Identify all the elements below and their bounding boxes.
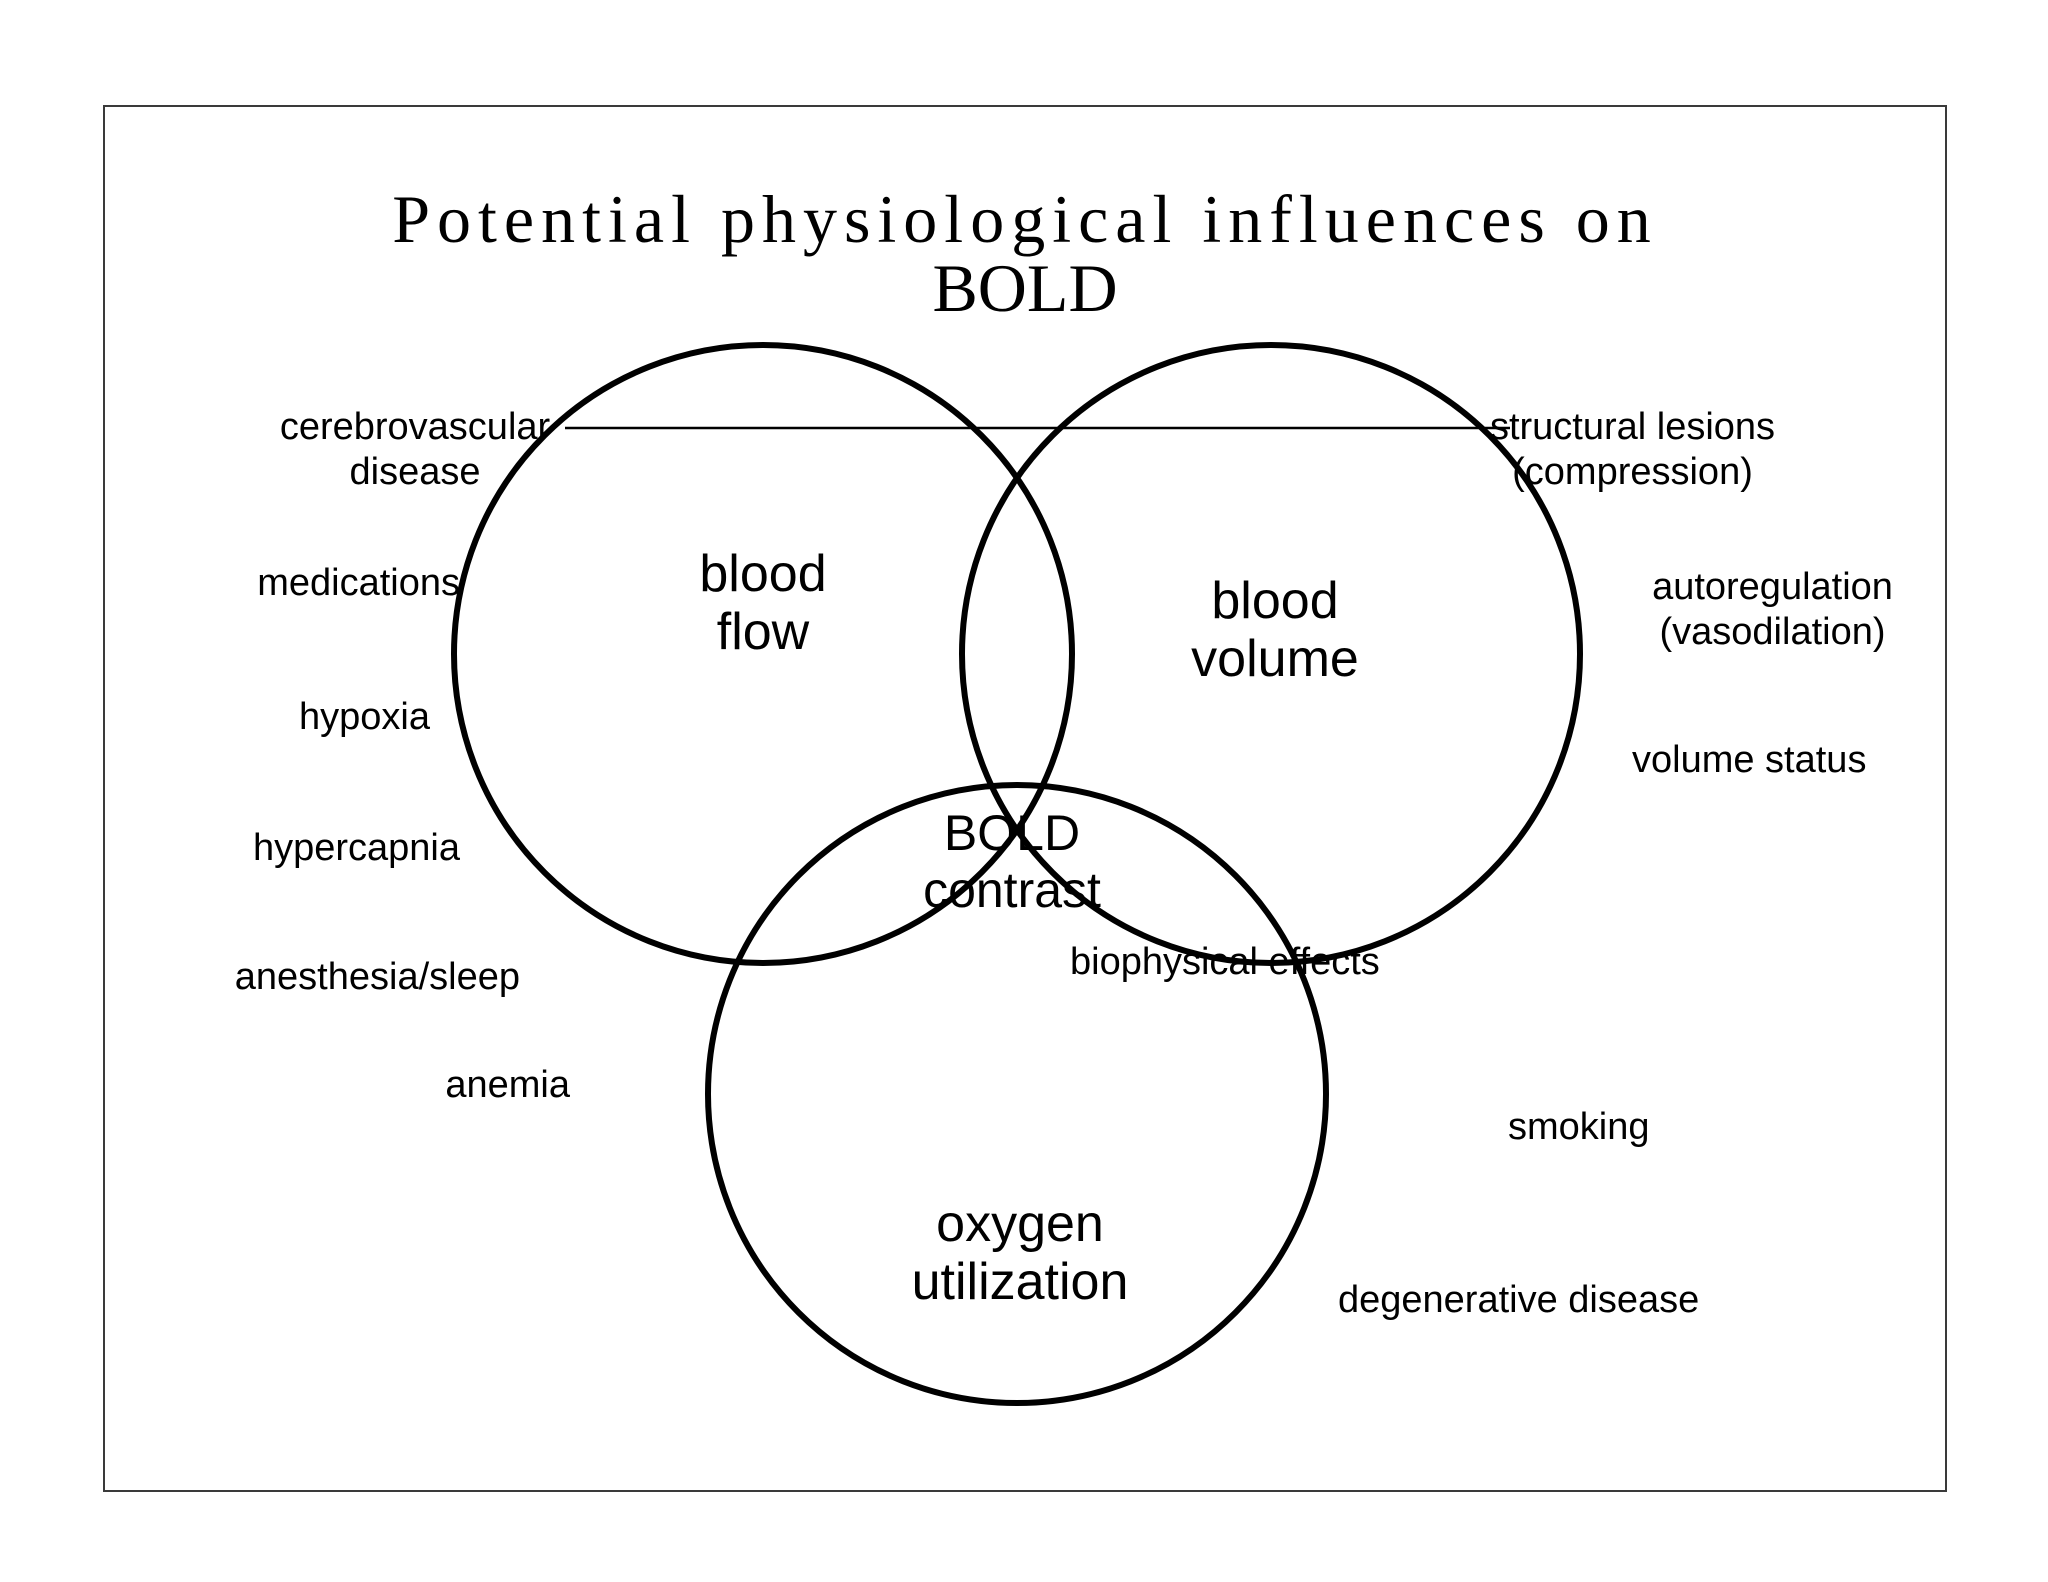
annotation-cerebrovascular-disease: cerebrovascular disease (279, 406, 551, 493)
circle-label-oxygen-utilization: oxygen utilization (911, 1195, 1129, 1312)
circle-blood-volume (959, 342, 1583, 966)
annotation-anemia: anemia (445, 1064, 570, 1106)
annotation-structural-lesions: structural lesions (compression) (1489, 406, 1776, 493)
annotation-smoking: smoking (1508, 1106, 1650, 1148)
page-title-line-2: BOLD (932, 250, 1118, 327)
annotation-anesthesia-sleep: anesthesia/sleep (234, 956, 520, 998)
center-label-bold-contrast: BOLD contrast (923, 805, 1101, 918)
circle-label-blood-volume: blood volume (1191, 572, 1359, 689)
annotation-biophysical-effects: biophysical effects (1070, 941, 1380, 983)
circle-blood-flow (451, 342, 1075, 966)
circle-oxygen-utilization (705, 782, 1329, 1406)
annotation-volume-status: volume status (1632, 739, 1867, 781)
annotation-degenerative-disease: degenerative disease (1338, 1279, 1700, 1321)
slide-frame (103, 105, 1947, 1492)
page-title-line-1: Potential physiological influences on (392, 181, 1658, 257)
annotation-hypoxia: hypoxia (299, 696, 430, 738)
annotation-hypercapnia: hypercapnia (252, 827, 460, 869)
circle-label-blood-flow: blood flow (699, 545, 827, 662)
annotation-medications: medications (257, 562, 460, 604)
annotation-autoregulation: autoregulation (vasodilation) (1652, 566, 1893, 653)
